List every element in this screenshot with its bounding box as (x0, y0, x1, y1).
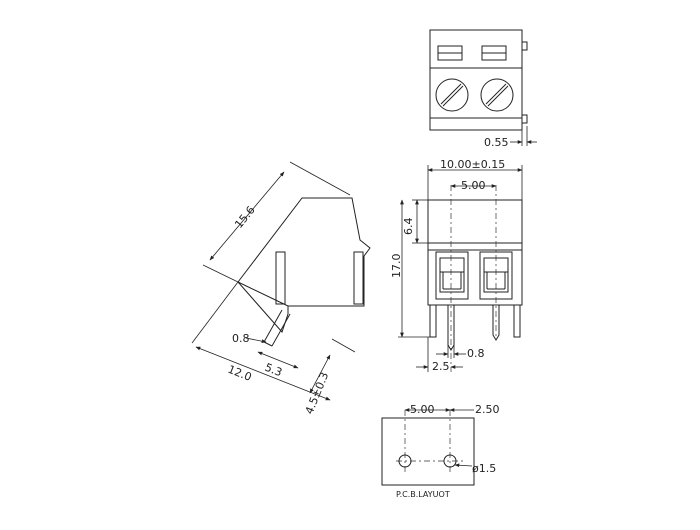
dim-pitch: 5.00 (461, 179, 486, 192)
dim-side-depth: 12.0 (226, 363, 254, 384)
top-view: 0.55 (429, 29, 537, 149)
dim-height: 17.0 (390, 254, 403, 279)
pcb-layout-label: P.C.B.LAYUOT (396, 490, 450, 499)
top-view-body (429, 29, 523, 131)
pcb-hole-left (398, 454, 412, 468)
dim-pin-offset: 0.55 (484, 136, 509, 149)
dim-side-pin-pos: 5.3 (263, 361, 284, 380)
dim-pcb-edge: 2.50 (475, 403, 500, 416)
dim-edge: 2.5 (432, 360, 450, 373)
pcb-outline (381, 417, 475, 486)
side-view-body (237, 197, 371, 333)
dim-side-pin: 0.8 (232, 332, 250, 345)
dim-pin-width: 0.8 (467, 347, 485, 360)
screw-left (435, 78, 469, 112)
dim-hole-diameter: ø1.5 (472, 462, 496, 475)
pcb-layout: 5.00 2.50 ø1.5 P.C.B.LAYUOT (381, 403, 500, 499)
front-view: 10.00±0.15 5.00 6.4 17.0 0.8 2.5 (390, 158, 523, 373)
wire-entry-left (435, 251, 469, 300)
dim-side-pin-len: 4.5±0.3 (303, 370, 332, 416)
pcb-hole-right (443, 454, 457, 468)
latch-window-left (437, 45, 463, 61)
dim-top-height: 6.4 (402, 218, 415, 236)
dim-width: 10.00±0.15 (440, 158, 505, 171)
latch-window-right (481, 45, 507, 61)
side-slot-right (353, 251, 364, 305)
dim-pcb-pitch: 5.00 (410, 403, 435, 416)
side-view: 15.6 0.8 12.0 5.3 4.5±0.3 (191, 161, 371, 416)
screw-right (480, 78, 514, 112)
